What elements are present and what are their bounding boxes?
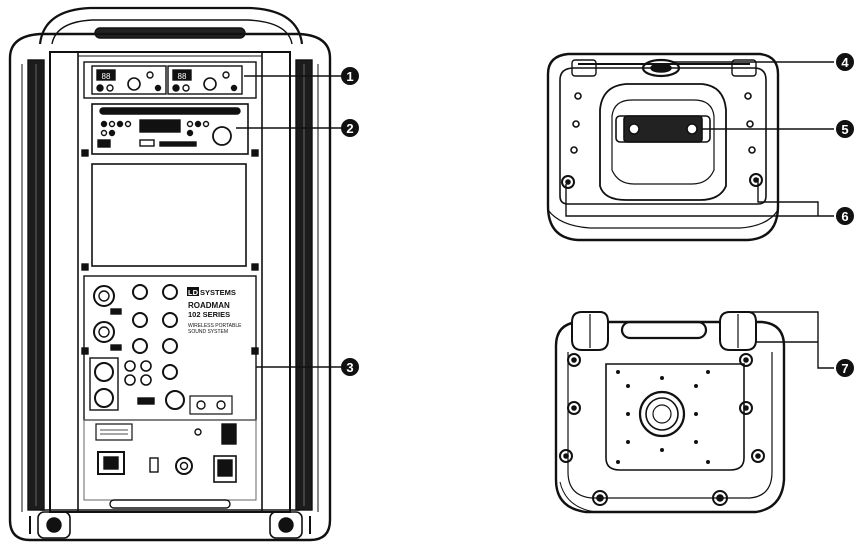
model-name: ROADMAN — [188, 301, 230, 310]
callout-7-label: 7 — [841, 361, 848, 376]
callout-4-label: 4 — [841, 55, 849, 70]
leader-lines — [236, 61, 834, 369]
callout-1-label: 1 — [346, 69, 353, 84]
leader-6a — [565, 184, 834, 217]
leader-6b — [757, 178, 819, 216]
callout-5: 5 — [836, 120, 854, 138]
callout-2: 2 — [341, 119, 359, 137]
speaker-top-view — [546, 52, 780, 242]
model-subtitle-2: SOUND SYSTEM — [188, 329, 228, 335]
callout-1: 1 — [341, 67, 359, 85]
callout-2-label: 2 — [346, 121, 353, 136]
rx2-display: 88 — [178, 72, 187, 81]
callout-7: 7 — [836, 359, 854, 377]
brand-badge: LD — [188, 288, 199, 297]
speaker-front-view: 88 88 — [8, 6, 332, 542]
callout-6: 6 — [836, 207, 854, 225]
callout-5-label: 5 — [841, 122, 848, 137]
callout-6-label: 6 — [841, 209, 848, 224]
brand-word: SYSTEMS — [200, 288, 236, 297]
callout-3: 3 — [341, 358, 359, 376]
callout-3-label: 3 — [346, 360, 353, 375]
leader-7a — [736, 311, 834, 369]
speaker-bottom-view — [554, 311, 786, 514]
model-subtitle-1: WIRELESS PORTABLE — [188, 323, 242, 329]
rx1-display: 88 — [102, 72, 111, 81]
callout-4: 4 — [836, 53, 854, 71]
model-series: 102 SERIES — [188, 310, 230, 319]
